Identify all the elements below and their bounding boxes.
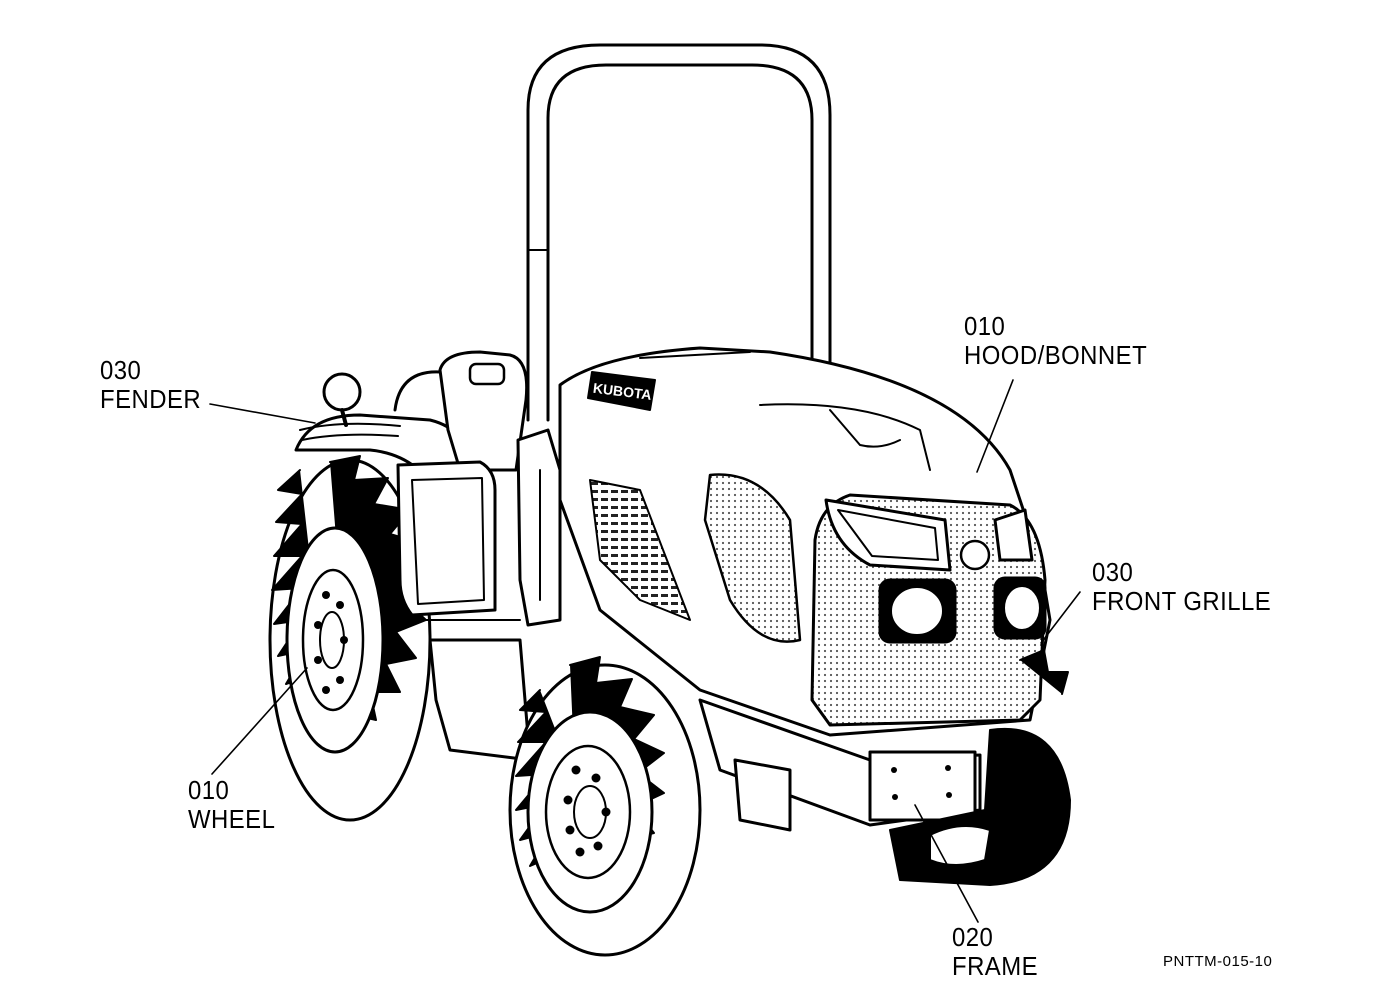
callout-fender: 030 FENDER xyxy=(100,356,201,414)
callout-wheel-label: WHEEL xyxy=(188,804,276,834)
callout-fender-label: FENDER xyxy=(100,384,202,414)
operator-seat xyxy=(393,350,529,472)
callout-frame-number: 020 xyxy=(952,922,994,952)
front-frame xyxy=(698,698,982,832)
front-wheel-left xyxy=(508,656,702,957)
callout-grille-number: 030 xyxy=(1092,557,1134,587)
callout-frame: 020 FRAME xyxy=(952,923,1038,981)
leader-frame xyxy=(914,804,979,923)
front-grille xyxy=(810,493,1047,727)
leader-fender xyxy=(209,403,316,424)
brand-logo: KUBOTA xyxy=(592,380,652,403)
callout-grille-label: FRONT GRILLE xyxy=(1092,586,1272,616)
leader-grille xyxy=(1040,591,1081,644)
callout-fender-number: 030 xyxy=(100,355,142,385)
callout-hood-number: 010 xyxy=(964,311,1006,341)
callout-wheel: 010 WHEEL xyxy=(188,776,275,834)
callout-grille: 030 FRONT GRILLE xyxy=(1092,558,1271,616)
reference-code: PNTTM-015-10 xyxy=(1163,953,1273,970)
callout-hood: 010 HOOD/BONNET xyxy=(964,312,1147,370)
side-panel xyxy=(396,460,497,617)
leader-wheel xyxy=(211,667,308,775)
callout-wheel-number: 010 xyxy=(188,775,230,805)
callout-frame-label: FRAME xyxy=(952,951,1039,981)
callout-hood-label: HOOD/BONNET xyxy=(964,340,1148,370)
leader-hood xyxy=(976,379,1014,473)
leader-lines xyxy=(209,379,1081,923)
front-wheel-right xyxy=(889,649,1071,886)
rear-fender xyxy=(294,372,472,502)
rops-roll-bar xyxy=(526,43,832,422)
